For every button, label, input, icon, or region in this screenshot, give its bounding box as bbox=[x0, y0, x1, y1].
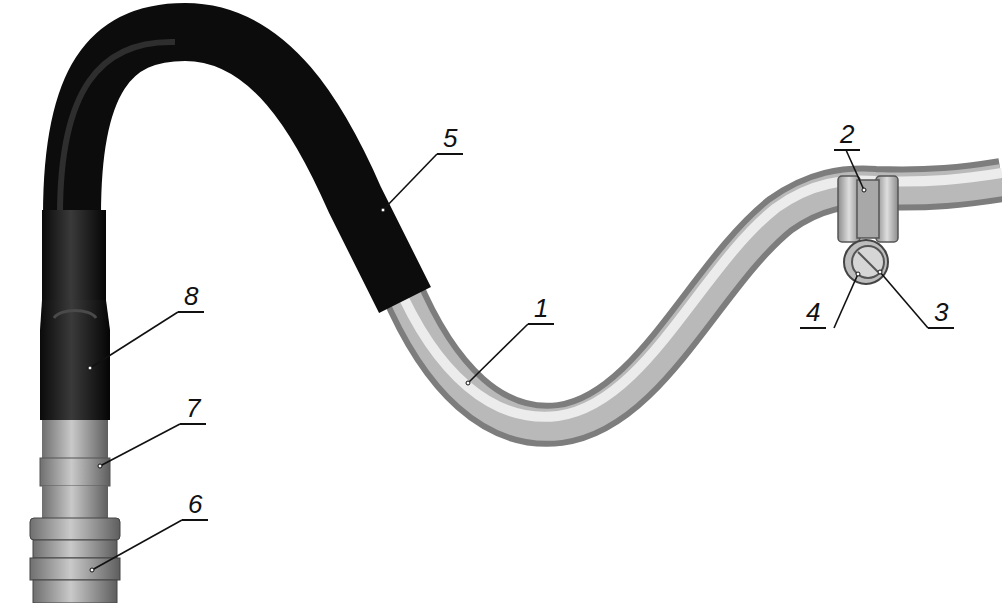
leader-dots bbox=[88, 188, 882, 572]
callout-number: 6 bbox=[182, 490, 208, 521]
connector bbox=[30, 210, 120, 603]
clamp bbox=[838, 176, 898, 284]
callout-number: 1 bbox=[528, 294, 554, 325]
callout-number: 3 bbox=[928, 298, 954, 329]
rubber-hose bbox=[60, 32, 405, 300]
callout-number: 8 bbox=[178, 282, 204, 313]
callout-number: 5 bbox=[437, 124, 463, 155]
callout-number: 2 bbox=[834, 120, 860, 151]
metal-tube bbox=[396, 173, 1002, 425]
callout-number: 4 bbox=[800, 298, 826, 329]
leader-lines bbox=[90, 150, 928, 570]
callout-number: 7 bbox=[180, 394, 206, 425]
